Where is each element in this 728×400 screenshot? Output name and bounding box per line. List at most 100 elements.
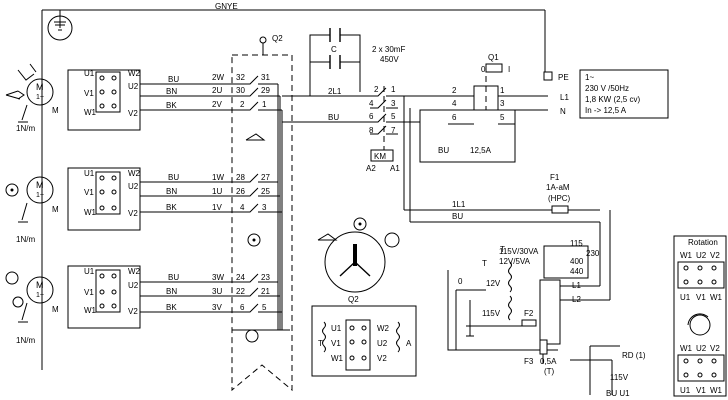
f3-label: F3 (524, 357, 534, 366)
term-u2: U2 (128, 182, 139, 191)
contact-b2: 21 (261, 287, 270, 296)
wire-bu: BU (168, 75, 179, 84)
wire-bk: BK (166, 101, 177, 110)
term-u1: U1 (84, 267, 95, 276)
km-contact-6: 6 (369, 112, 374, 121)
km-contact-7: 7 (391, 126, 396, 135)
cable-2: 3U (212, 287, 222, 296)
rot-u1: U1 (680, 293, 691, 302)
rot2-u1: U1 (680, 386, 691, 395)
motor-m-label: M (52, 305, 59, 314)
rot2-v1: V1 (696, 386, 706, 395)
fuse-f1: F1 1A-aM (HPC) 1L1 BU (452, 173, 600, 221)
f2-label: F2 (524, 309, 534, 318)
bu-fuse-label: BU (452, 212, 463, 221)
torque-label: 1N/m (16, 124, 35, 133)
rot-u2: U2 (696, 251, 707, 260)
km-contact-8: 8 (369, 126, 374, 135)
supply-power: 1,8 KW (2,5 cv) (585, 95, 640, 104)
torque-label: 1N/m (16, 336, 35, 345)
q1-contact-3: 3 (500, 99, 505, 108)
term-w1: W1 (84, 306, 97, 315)
motor-icon (26, 78, 54, 106)
ground-bus: GNYE (41, 2, 546, 370)
wire-bk: BK (166, 303, 177, 312)
ta-wiring-box: U1 V1 W1 W2 U2 V2 T A (311, 305, 417, 377)
km-contact-5: 5 (391, 112, 396, 121)
torque-label: 1N/m (16, 235, 35, 244)
rd-label: RD (1) (622, 351, 646, 360)
selector-enclosure: Q2 (231, 34, 293, 392)
rot-w1b: W1 (710, 293, 723, 302)
bu-u1-label: BU U1 (606, 389, 630, 398)
wire-bk: BK (166, 203, 177, 212)
supply-info: 1~ 230 V /50Hz 1,8 KW (2,5 cv) In -> 12,… (579, 69, 669, 119)
term-w1: W1 (84, 108, 97, 117)
ta-t: T (318, 339, 323, 348)
pump-icon (247, 233, 261, 247)
rotary-switch-q2: Q2 (317, 217, 400, 304)
2l1-label: 2L1 (328, 87, 342, 96)
wire-bn: BN (166, 87, 177, 96)
q1-contact-1: 1 (500, 86, 505, 95)
v12: 12V (486, 279, 501, 288)
supply-current: In -> 12,5 A (585, 106, 627, 115)
pe-label: PE (558, 73, 569, 82)
gear-icon (17, 63, 37, 81)
f1-type: (HPC) (548, 194, 571, 203)
rotation-icon (689, 314, 711, 336)
term-v1: V1 (84, 288, 94, 297)
fan-icon (245, 133, 266, 141)
gear-icon (12, 296, 24, 308)
rotation-panel: Rotation W1 U2 V2 U1 V1 W1 W1 U2 V2 U1 V… (673, 235, 727, 397)
q1-rating: 12,5A (470, 146, 492, 155)
contact-b3: 1 (262, 100, 267, 109)
ta-v1: V1 (331, 339, 341, 348)
motor-icon (26, 176, 54, 204)
capacitor-voltage: 450V (380, 55, 399, 64)
fan-icon (5, 90, 25, 100)
cable-3: 1V (212, 203, 222, 212)
contact-a2: 30 (236, 86, 245, 95)
q1-off-label: 0 (481, 65, 486, 74)
supply-phase: 1~ (585, 73, 594, 82)
gear-icon (384, 232, 400, 248)
f1-label: F1 (550, 173, 560, 182)
term-w2: W2 (128, 69, 141, 78)
trans-t: T (482, 259, 487, 268)
contact-a3: 6 (240, 303, 245, 312)
km-contact-2: 2 (374, 85, 379, 94)
transformer-section: T 115V/30VA 12V/5VA T 115 230 400 440 0 … (447, 210, 646, 398)
v115c: 115V (610, 373, 629, 382)
bu-top-label: BU (328, 113, 339, 122)
contact-b1: 23 (261, 273, 270, 282)
phase-label: 1~ (36, 94, 44, 101)
ta-v2: V2 (377, 354, 387, 363)
cable-3: 2V (212, 100, 222, 109)
wire-bu: BU (168, 273, 179, 282)
term-w2: W2 (128, 169, 141, 178)
contact-a3: 2 (240, 100, 245, 109)
q1-label: Q1 (488, 53, 499, 62)
cable-1: 2W (212, 73, 224, 82)
gear-icon (245, 329, 259, 343)
contact-a1: 32 (236, 73, 245, 82)
contactor-km: 2 1 4 3 6 5 8 7 KM A2 A1 (366, 85, 600, 223)
km-contact-4: 4 (369, 99, 374, 108)
km-label: KM (374, 152, 386, 161)
contact-a3: 4 (240, 203, 245, 212)
term-w2: W2 (128, 267, 141, 276)
pump-icon (353, 217, 367, 231)
1l1-label: 1L1 (452, 200, 466, 209)
km-contact-3: 3 (391, 99, 396, 108)
ta-u1: U1 (331, 324, 342, 333)
v440: 440 (570, 267, 584, 276)
rot-v1: V1 (696, 293, 706, 302)
q1-contact-6: 6 (452, 113, 457, 122)
cable-2: 2U (212, 86, 222, 95)
cable-2: 1U (212, 187, 222, 196)
contact-a2: 26 (236, 187, 245, 196)
motor-row-1: M 1~ M 1N/m U1 V1 W1 W2 U2 V2 BU BN BK 2… (5, 63, 282, 133)
rot-v2: V2 (710, 251, 720, 260)
